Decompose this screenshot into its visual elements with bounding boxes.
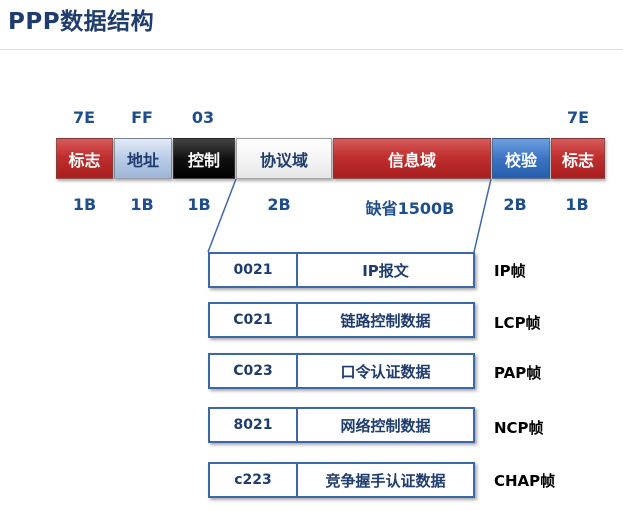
field-label-flag-end: 标志 bbox=[561, 150, 594, 170]
protocol-code: C023 bbox=[210, 355, 298, 387]
frame-type-label: LCP帧 bbox=[494, 314, 541, 332]
protocol-row: c223 竞争握手认证数据 bbox=[208, 462, 475, 498]
field-control: 控制 bbox=[173, 138, 235, 179]
protocol-code: 0021 bbox=[210, 254, 298, 286]
field-label-address: 地址 bbox=[126, 150, 159, 170]
field-protocol: 协议域 bbox=[236, 138, 332, 179]
protocol-description: 口令认证数据 bbox=[340, 362, 431, 381]
protocol-row: 0021 IP报文 bbox=[208, 252, 475, 288]
protocol-code: C021 bbox=[210, 304, 298, 336]
field-label-flag-start: 标志 bbox=[68, 150, 101, 170]
protocol-code: 8021 bbox=[210, 409, 298, 441]
frame-type-label: PAP帧 bbox=[494, 364, 542, 382]
field-flag-end: 标志 bbox=[551, 138, 605, 179]
field-address: 地址 bbox=[114, 138, 172, 179]
field-size-flag-end: 1B bbox=[565, 195, 589, 214]
field-top-label-address: FF bbox=[131, 108, 153, 127]
protocol-description: 竞争握手认证数据 bbox=[325, 471, 446, 490]
field-size-protocol: 2B bbox=[267, 195, 291, 214]
frame-type-label: NCP帧 bbox=[494, 419, 544, 437]
protocol-row: C023 口令认证数据 bbox=[208, 353, 475, 389]
page-title: PPP数据结构 bbox=[8, 9, 155, 35]
field-flag-start: 标志 bbox=[56, 138, 113, 179]
field-top-label-control: 03 bbox=[191, 108, 215, 127]
field-size-control: 1B bbox=[187, 195, 211, 214]
protocol-description: IP报文 bbox=[362, 261, 409, 280]
field-size-checksum: 2B bbox=[503, 195, 527, 214]
frame-type-label: CHAP帧 bbox=[494, 472, 556, 490]
field-information: 信息域 bbox=[333, 138, 491, 179]
field-top-label-flag-start: 7E bbox=[72, 108, 96, 127]
protocol-description: 链路控制数据 bbox=[340, 311, 431, 330]
frame-type-label: IP帧 bbox=[494, 262, 526, 280]
protocol-row: 8021 网络控制数据 bbox=[208, 407, 475, 443]
field-size-information: 缺省1500B bbox=[365, 199, 455, 218]
field-label-checksum: 校验 bbox=[504, 150, 537, 170]
protocol-code: c223 bbox=[210, 464, 298, 496]
title-divider bbox=[0, 49, 623, 50]
field-size-address: 1B bbox=[130, 195, 154, 214]
field-checksum: 校验 bbox=[492, 138, 550, 179]
field-label-protocol: 协议域 bbox=[259, 150, 308, 170]
field-label-information: 信息域 bbox=[387, 150, 436, 170]
protocol-row: C021 链路控制数据 bbox=[208, 302, 475, 338]
field-size-flag-start: 1B bbox=[72, 195, 97, 214]
protocol-description: 网络控制数据 bbox=[340, 416, 431, 435]
field-top-label-flag-end: 7E bbox=[566, 108, 590, 127]
field-label-control: 控制 bbox=[187, 150, 220, 170]
